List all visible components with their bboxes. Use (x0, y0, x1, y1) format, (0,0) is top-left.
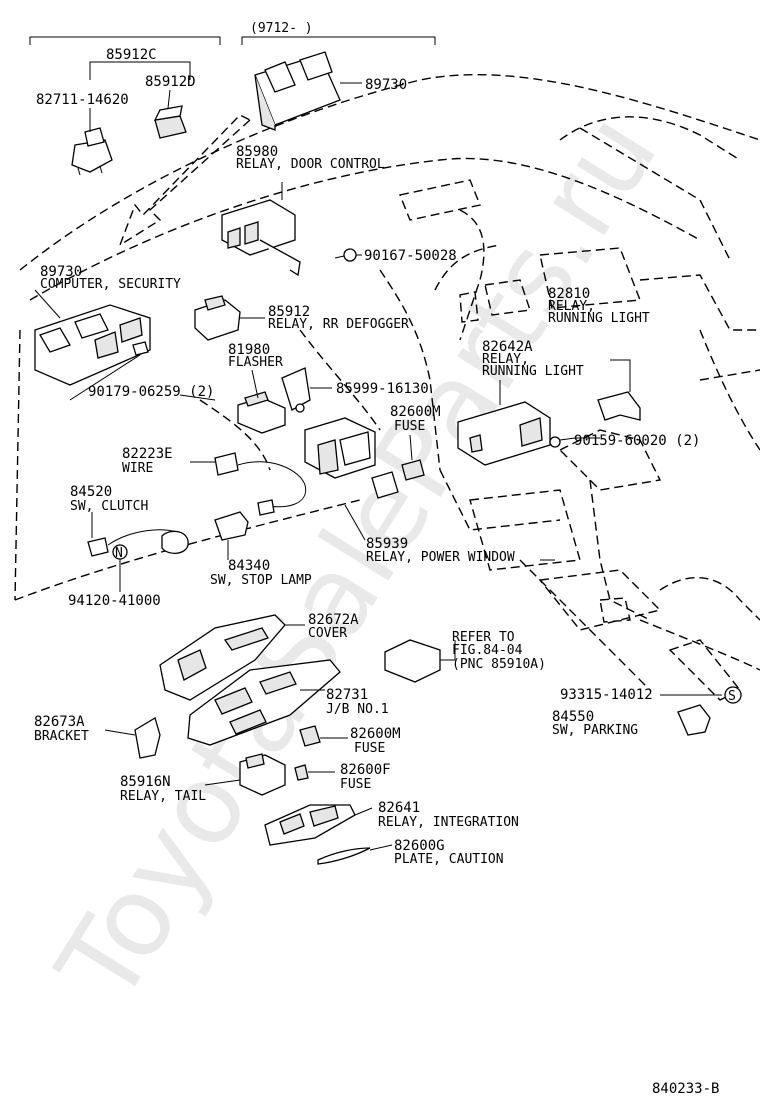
leader-lines (69, 89, 694, 696)
label-82711-14620: 82711-14620 (36, 92, 129, 108)
label-94120-41000: 94120-41000 (68, 593, 161, 609)
part-82641-drawing (264, 804, 373, 846)
label-82731: 82731 (326, 687, 368, 703)
group-brackets (29, 36, 436, 80)
watermark: ToyotaSaleParts.ru (33, 92, 682, 1024)
part-labels: 85912C 82711-14620 85912D 89730 85980 RE… (34, 47, 719, 1097)
marker-n: N (112, 544, 128, 592)
label-85980-name: RELAY, DOOR CONTROL (236, 157, 385, 172)
label-85912C: 85912C (106, 47, 157, 63)
part-81980-drawing (237, 369, 286, 434)
part-90167-50028-drawing (334, 248, 362, 262)
label-82810-name-1: RELAY, (548, 299, 595, 314)
label-82642A: 82642A (482, 339, 533, 355)
label-82673A-name: BRACKET (34, 729, 89, 744)
part-82731-drawing (187, 659, 341, 746)
label-85999-16130: 85999-16130 (336, 381, 429, 397)
label-82600F: 82600F (340, 762, 391, 778)
label-82672A-name: COVER (308, 626, 347, 641)
label-82731-name: J/B NO.1 (326, 702, 389, 717)
label-84340-name: SW, STOP LAMP (210, 573, 312, 588)
label-84550-name: SW, PARKING (552, 723, 638, 738)
label-82600M-top: 82600M (390, 404, 441, 420)
label-85939: 85939 (366, 536, 408, 552)
part-82223E-drawing (190, 452, 307, 516)
part-82672A-drawing (159, 614, 305, 701)
label-82600M-bottom: 82600M (350, 726, 401, 742)
refer-line-1: REFER TO (452, 630, 515, 645)
date-code: (9712- ) (250, 21, 313, 36)
label-82600M-bottom-name: FUSE (354, 741, 385, 756)
part-82642A-drawing (457, 380, 551, 466)
part-84520-drawing (87, 512, 189, 557)
label-82223E-name: WIRE (122, 461, 153, 476)
part-84340-drawing (214, 511, 249, 560)
label-82600M-top-name: FUSE (394, 419, 425, 434)
label-82223E: 82223E (122, 446, 173, 462)
part-82600M-bottom-drawing (299, 725, 348, 747)
part-82600F-drawing (294, 764, 335, 781)
part-refer-drawing (384, 639, 456, 683)
label-82810: 82810 (548, 286, 590, 302)
part-85912D-drawing (153, 105, 187, 139)
refer-line-3: (PNC 85910A) (452, 657, 546, 672)
svg-text:N: N (115, 546, 123, 561)
label-85916N-name: RELAY, TAIL (120, 789, 206, 804)
label-90179-06259: 90179-06259 (2) (88, 384, 214, 400)
marker-s: S (724, 686, 742, 704)
refer-line-2: FIG.84-04 (452, 643, 523, 658)
label-82600G-name: PLATE, CAUTION (394, 852, 504, 867)
label-84550: 84550 (552, 709, 594, 725)
label-89730: 89730 (40, 264, 82, 280)
part-85916N-drawing (204, 753, 286, 796)
part-85999-16130-drawing (281, 367, 332, 413)
part-85939-drawing (304, 417, 376, 541)
part-89730-top-drawing (254, 51, 362, 131)
label-82600F-name: FUSE (340, 777, 371, 792)
svg-text:S: S (728, 689, 736, 704)
label-82672A: 82672A (308, 612, 359, 628)
label-82673A: 82673A (34, 714, 85, 730)
label-81980: 81980 (228, 342, 270, 358)
label-90159-60020: 90159-60020 (2) (574, 433, 700, 449)
label-85980: 85980 (236, 144, 278, 160)
label-89730-top: 89730 (365, 77, 407, 93)
diagram-code: 840233-B (652, 1081, 719, 1097)
part-90159-60020-drawing (549, 436, 600, 448)
label-84340: 84340 (228, 558, 270, 574)
label-84520: 84520 (70, 484, 112, 500)
label-85912D: 85912D (145, 74, 196, 90)
label-84520-name: SW, CLUTCH (70, 499, 148, 514)
label-85912: 85912 (268, 304, 310, 320)
label-85939-name: RELAY, POWER WINDOW (366, 550, 515, 565)
part-82673A-drawing (104, 717, 161, 759)
label-82600G: 82600G (394, 838, 445, 854)
pointer-arrow (118, 114, 252, 247)
part-82600G-drawing (317, 844, 393, 865)
label-85912-name: RELAY, RR DEFOGGER (268, 317, 409, 332)
dashboard-outline (14, 74, 760, 701)
part-85980-drawing (221, 182, 301, 277)
label-81980-name: FLASHER (228, 355, 283, 370)
label-93315-14012: 93315-14012 (560, 687, 653, 703)
label-82642A-name-1: RELAY, (482, 352, 529, 367)
label-90167-50028: 90167-50028 (364, 248, 457, 264)
part-84550-drawing (677, 694, 722, 736)
part-82810-drawing (597, 359, 641, 421)
part-82600M-top-drawing (371, 434, 425, 499)
label-82641-name: RELAY, INTEGRATION (378, 815, 519, 830)
part-85912-drawing (194, 295, 265, 341)
label-89730-name: COMPUTER, SECURITY (40, 277, 181, 292)
label-82641: 82641 (378, 800, 420, 816)
part-89730-computer-drawing (34, 289, 151, 386)
label-85916N: 85916N (120, 774, 171, 790)
label-82642A-name-2: RUNNING LIGHT (482, 364, 584, 379)
part-82711-14620-drawing (71, 127, 113, 176)
label-82810-name-2: RUNNING LIGHT (548, 311, 650, 326)
